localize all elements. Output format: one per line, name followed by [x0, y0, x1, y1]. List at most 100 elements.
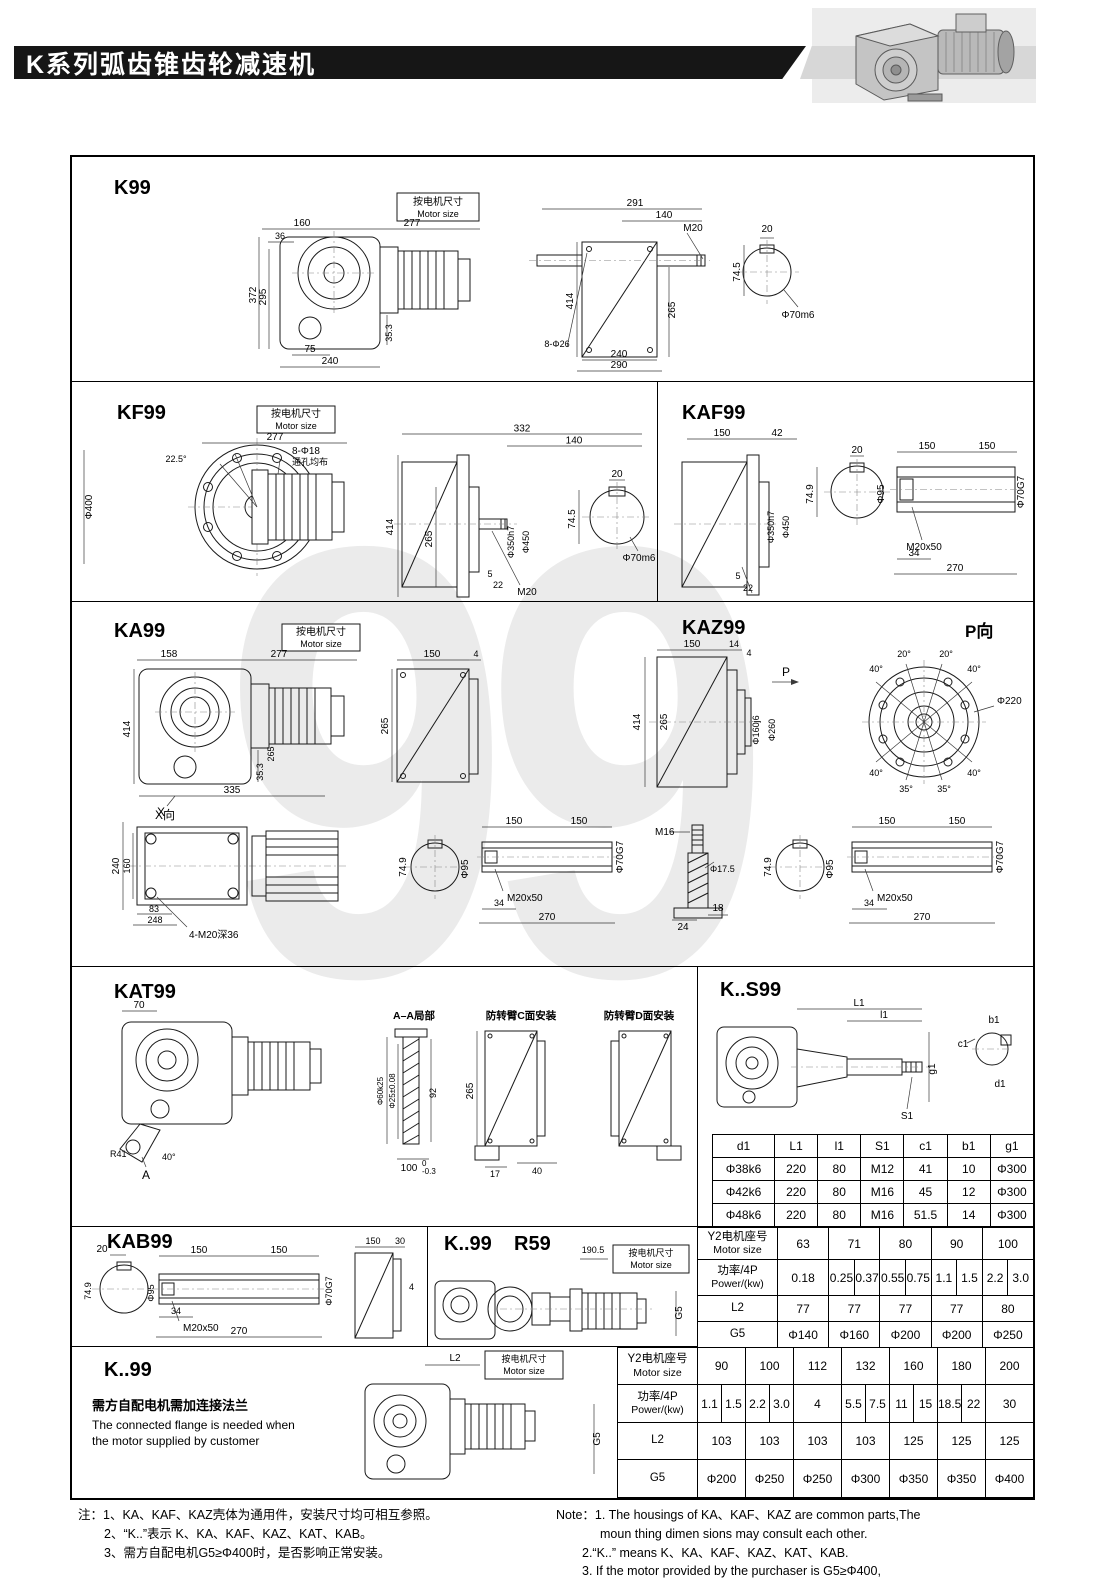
dim-label: 140	[656, 210, 673, 221]
k99-dim-lines	[258, 228, 480, 368]
kat99-d-face-drawing: 防转臂D面安装	[604, 1009, 682, 1161]
dim-label: 74.9	[398, 857, 409, 877]
k99-side-body	[529, 241, 710, 358]
dim-label: 34	[864, 898, 874, 908]
mid-shaft-section-1: 74.9 Φ95	[398, 835, 471, 899]
footer-notes-cn: 注：1、KA、KAF、KAZ壳体为通用件，安装尺寸均可相互参照。 2、“K..”…	[78, 1506, 528, 1562]
cell: M16	[860, 1180, 905, 1204]
dim-label: 34	[171, 1306, 181, 1316]
dim-label: 14	[729, 639, 739, 649]
dim-label: c1	[958, 1039, 969, 1050]
content-frame: 99 K99 按电机尺寸 Motor siz	[70, 155, 1035, 1500]
dim-label: 150	[949, 816, 966, 827]
dim-label: 295	[258, 288, 269, 305]
cell: M16	[860, 1203, 905, 1227]
note-line: Note：1. The housings of KA、KAF、KAZ are c…	[556, 1508, 921, 1522]
cell: 160	[889, 1347, 938, 1385]
page-title-banner: K系列弧齿锥齿轮减速机	[14, 46, 806, 79]
dim-label: S1	[901, 1111, 914, 1122]
cell: 103	[697, 1422, 746, 1460]
dim-label: Φ350h7	[766, 511, 776, 543]
k99-shaft-section-drawing: 20 74.5 Φ70m6	[732, 224, 815, 321]
dim-label: M16	[655, 827, 675, 838]
mid-hollow-shaft-2: 150 150 Φ70G7 M20x50 34 270	[847, 816, 1006, 924]
cell: Φ140	[776, 1321, 830, 1348]
dim-label: 414	[122, 720, 133, 737]
dim-label: 158	[161, 649, 178, 660]
model-title-kaf99: KAF99	[682, 402, 746, 424]
dim-label: 5	[735, 571, 740, 581]
dim-label: L1	[853, 998, 865, 1009]
cell: Φ38k6	[712, 1157, 775, 1181]
dim-label: 160	[122, 858, 132, 873]
cell: 103	[745, 1422, 794, 1460]
cell: Φ350	[889, 1459, 938, 1498]
dim-label: 34	[494, 898, 504, 908]
dim-label: 30	[395, 1236, 405, 1246]
dim-label: 4	[473, 649, 478, 659]
section-mark-a: A	[142, 1168, 150, 1182]
k99-shaft-section	[735, 240, 799, 304]
divider	[657, 382, 658, 601]
dim-label: l1	[880, 1010, 888, 1021]
cell: 200	[985, 1347, 1034, 1385]
p-view-circles	[862, 660, 986, 784]
kat99-aa-detail-drawing: A–A局部 Φ60k25 Φ25±0.08	[376, 1009, 438, 1176]
kf99-flange-view-drawing: 按电机尺寸 Motor size 277 8-Φ18 通孔均布 22.5° Φ4…	[83, 405, 347, 576]
kaz99-body	[649, 656, 762, 788]
k99-front-view-drawing: 按电机尺寸 Motor size 160 277 36 372 295 35.3…	[248, 192, 480, 368]
dim-label: Φ17.5	[710, 864, 735, 874]
dim-label: 160	[294, 218, 311, 229]
k99-motor-size-box	[396, 192, 480, 222]
kf99-motor	[251, 469, 345, 545]
cell: Φ48k6	[712, 1203, 775, 1227]
dim-label: 92	[428, 1088, 438, 1098]
model-title-ka99: KA99	[114, 620, 166, 642]
x-view-drawing: X向	[111, 807, 347, 941]
model-title-k99-r59: K..99	[444, 1233, 492, 1255]
kab99-shaft-body	[92, 1261, 332, 1314]
dim-label: 240	[111, 857, 122, 874]
ks99-body	[716, 1026, 1012, 1108]
col-header: S1	[860, 1134, 905, 1158]
dim-label: 150	[714, 428, 731, 439]
dim-label: 通孔均布	[292, 456, 328, 467]
dim-label: Φ95	[146, 1284, 156, 1301]
dim-label: Φ95	[876, 484, 887, 504]
dim-label: 40°	[869, 768, 883, 778]
footer-notes-en: Note：1. The housings of KA、KAF、KAZ are c…	[556, 1506, 1031, 1583]
dim-label: 270	[947, 563, 964, 574]
section-k99: K99 按电机尺寸 Motor size	[72, 157, 1033, 382]
kaf99-hollow-shaft	[890, 466, 1024, 513]
dim-label: L2	[449, 1353, 461, 1364]
dim-label: 150	[979, 441, 996, 452]
dim-label: 22.5°	[165, 454, 187, 464]
dim-label: 22	[743, 583, 753, 593]
table-row-g5: G5 Φ140 Φ160 Φ200 Φ200 Φ250	[697, 1321, 1035, 1348]
cell: 14	[946, 1203, 991, 1227]
stud-body	[673, 824, 723, 919]
dim-label: 240	[611, 349, 628, 360]
dim-label: 74.9	[763, 857, 774, 877]
cell: 80	[817, 1203, 862, 1227]
cell: Φ300	[989, 1180, 1035, 1204]
dim-label: 18	[712, 903, 724, 914]
dim-label: Φ220	[997, 696, 1022, 707]
dim-label: 270	[539, 912, 556, 923]
aa-detail-title: A–A局部	[393, 1009, 436, 1022]
col-header: g1	[989, 1134, 1035, 1158]
section-kab99-r59: KAB99 K..99 R59 20	[72, 1227, 1035, 1348]
col-header: l1	[817, 1134, 862, 1158]
ka99-side-view-drawing: 150 4 265	[380, 649, 481, 783]
dim-label: -0.3	[422, 1167, 436, 1176]
kaf99-shaft-section	[824, 459, 890, 525]
table-header-row: d1 L1 l1 S1 c1 b1 g1	[712, 1134, 1035, 1158]
dim-label: 150	[571, 816, 588, 827]
table-row: Φ38k6 220 80 M12 41 10 Φ300	[712, 1157, 1035, 1181]
cell: 71	[828, 1227, 881, 1260]
x-view-title: X向	[155, 807, 175, 822]
